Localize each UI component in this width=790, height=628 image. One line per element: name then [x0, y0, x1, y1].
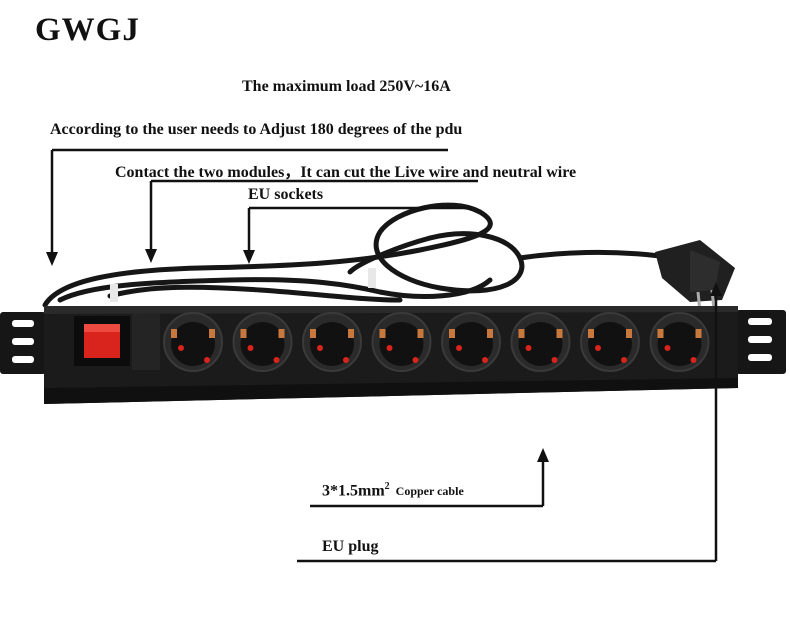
eu-socket — [232, 312, 293, 372]
cable-tie — [368, 268, 376, 288]
eu-socket — [649, 312, 710, 372]
eu-socket — [580, 312, 640, 372]
cable-annotation: 3*1.5mm2 Copper cable — [322, 481, 464, 500]
cable-size: 3*1.5mm — [322, 482, 385, 500]
max-load-spec: The maximum load 250V~16A — [242, 78, 451, 95]
right-rack-ear — [736, 310, 786, 374]
eu-plug-image — [655, 240, 735, 313]
modules-annotation: Contact the two modules，It can cut the L… — [115, 164, 577, 181]
brand-logo-text: GWGJ — [35, 12, 140, 48]
left-rack-ear — [0, 312, 46, 374]
adjust-annotation: According to the user needs to Adjust 18… — [50, 121, 463, 138]
eu-sockets-annotation: EU sockets — [248, 186, 324, 203]
eu-socket-row — [163, 312, 710, 372]
annotation-lines — [46, 148, 722, 563]
cable-tie — [110, 284, 118, 302]
eu-socket — [510, 312, 571, 372]
eu-socket — [302, 312, 362, 372]
cable-size-exponent: 2 — [384, 481, 390, 492]
eu-socket — [371, 312, 432, 372]
power-cord — [42, 202, 663, 308]
module-divider — [132, 314, 160, 370]
power-switch — [74, 316, 130, 366]
eu-socket — [441, 312, 501, 372]
cable-type: Copper cable — [395, 484, 464, 499]
eu-socket — [163, 312, 223, 372]
eu-plug-annotation: EU plug — [322, 538, 379, 555]
